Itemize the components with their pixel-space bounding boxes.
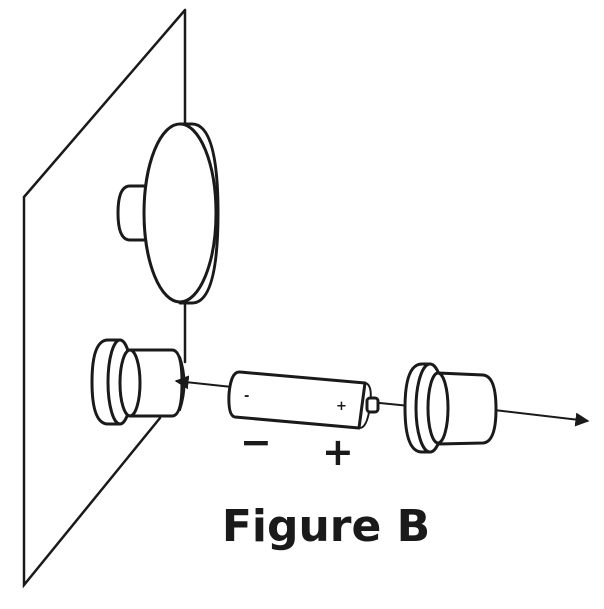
battery: - + — [227, 370, 380, 430]
axis-arrow-left — [174, 375, 233, 390]
figure-caption: Figure B — [222, 501, 430, 552]
battery-negative-terminal-label: - — [244, 389, 249, 404]
positive-polarity-label: + — [322, 430, 354, 474]
wall-panel — [22, 8, 187, 589]
negative-polarity-label: − — [240, 420, 272, 464]
right-holder — [403, 362, 498, 454]
large-disc-magnet — [116, 122, 220, 305]
battery-positive-terminal-label: + — [336, 399, 347, 414]
axis-arrow-right — [493, 409, 590, 427]
left-holder — [90, 338, 186, 426]
